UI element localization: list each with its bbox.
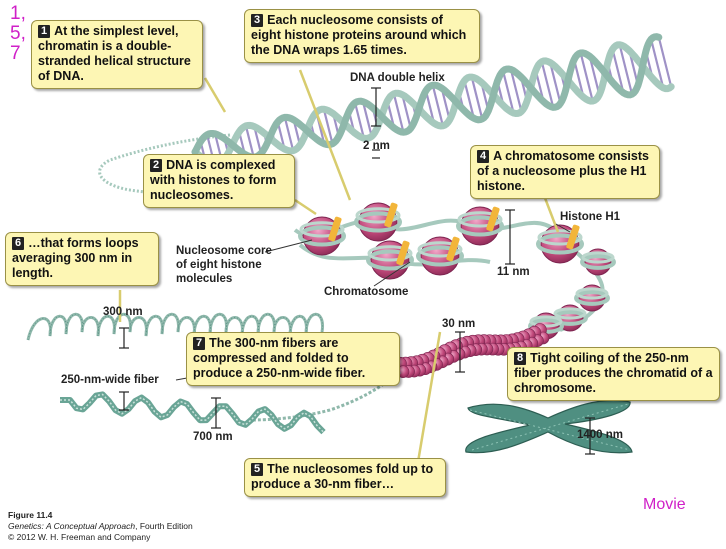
callout-4-number: 4 bbox=[477, 150, 489, 163]
callout-3-text: Each nucleosome consists of eight histon… bbox=[251, 13, 466, 57]
callout-2-text: DNA is complexed with histones to form n… bbox=[150, 158, 276, 202]
label-nucleosome-core: Nucleosome core of eight histone molecul… bbox=[176, 244, 276, 286]
caption-figure-number: Figure 11.4 bbox=[8, 510, 193, 521]
callout-6-text: …that forms loops averaging 300 nm in le… bbox=[12, 236, 139, 280]
callout-5-text: The nucleosomes fold up to produce a 30-… bbox=[251, 462, 433, 491]
callout-4-text: A chromatosome consists of a nucleosome … bbox=[477, 149, 649, 193]
slide-number-1: 1, bbox=[10, 4, 26, 24]
label-two-nm: 2 nm bbox=[363, 140, 390, 152]
caption-edition: , Fourth Edition bbox=[135, 521, 193, 531]
label-chromatosome: Chromatosome bbox=[324, 286, 408, 298]
callout-1-text: At the simplest level, chromatin is a do… bbox=[38, 24, 191, 83]
label-fourteen-hundred-nm: 1400 nm bbox=[577, 429, 623, 441]
callout-2-number: 2 bbox=[150, 159, 162, 172]
slide-number-2: 5, bbox=[10, 24, 26, 44]
label-eleven-nm: 11 nm bbox=[497, 266, 530, 278]
label-thirty-nm: 30 nm bbox=[442, 318, 475, 330]
callout-6-number: 6 bbox=[12, 237, 24, 250]
label-dna-double-helix: DNA double helix bbox=[350, 72, 445, 84]
caption-book-title: Genetics: A Conceptual Approach bbox=[8, 521, 135, 531]
label-250-fiber: 250-nm-wide fiber bbox=[61, 374, 159, 386]
movie-link[interactable]: Movie bbox=[643, 496, 686, 514]
chromosome bbox=[466, 400, 632, 452]
caption-copyright: © 2012 W. H. Freeman and Company bbox=[8, 532, 193, 543]
callout-6: 6…that forms loops averaging 300 nm in l… bbox=[5, 232, 159, 286]
slide-number-3: 7 bbox=[10, 44, 26, 64]
callout-7-text: The 300-nm fibers are compressed and fol… bbox=[193, 336, 365, 380]
label-histone-h1: Histone H1 bbox=[560, 211, 620, 223]
callout-1-number: 1 bbox=[38, 25, 50, 38]
slide-numbers: 1, 5, 7 bbox=[10, 4, 26, 64]
callout-8-number: 8 bbox=[514, 352, 526, 365]
callout-7-number: 7 bbox=[193, 337, 205, 350]
callout-8-text: Tight coiling of the 250-nm fiber produc… bbox=[514, 351, 713, 395]
callout-5-number: 5 bbox=[251, 463, 263, 476]
label-three-hundred-nm: 300 nm bbox=[103, 306, 143, 318]
caption-source: Genetics: A Conceptual Approach, Fourth … bbox=[8, 521, 193, 532]
callout-3-number: 3 bbox=[251, 14, 263, 27]
two-fifty-nm-fiber bbox=[60, 394, 324, 432]
compressed-fiber bbox=[60, 394, 324, 432]
label-seven-hundred-nm: 700 nm bbox=[193, 431, 233, 443]
figure-caption: Figure 11.4 Genetics: A Conceptual Appro… bbox=[8, 510, 193, 543]
